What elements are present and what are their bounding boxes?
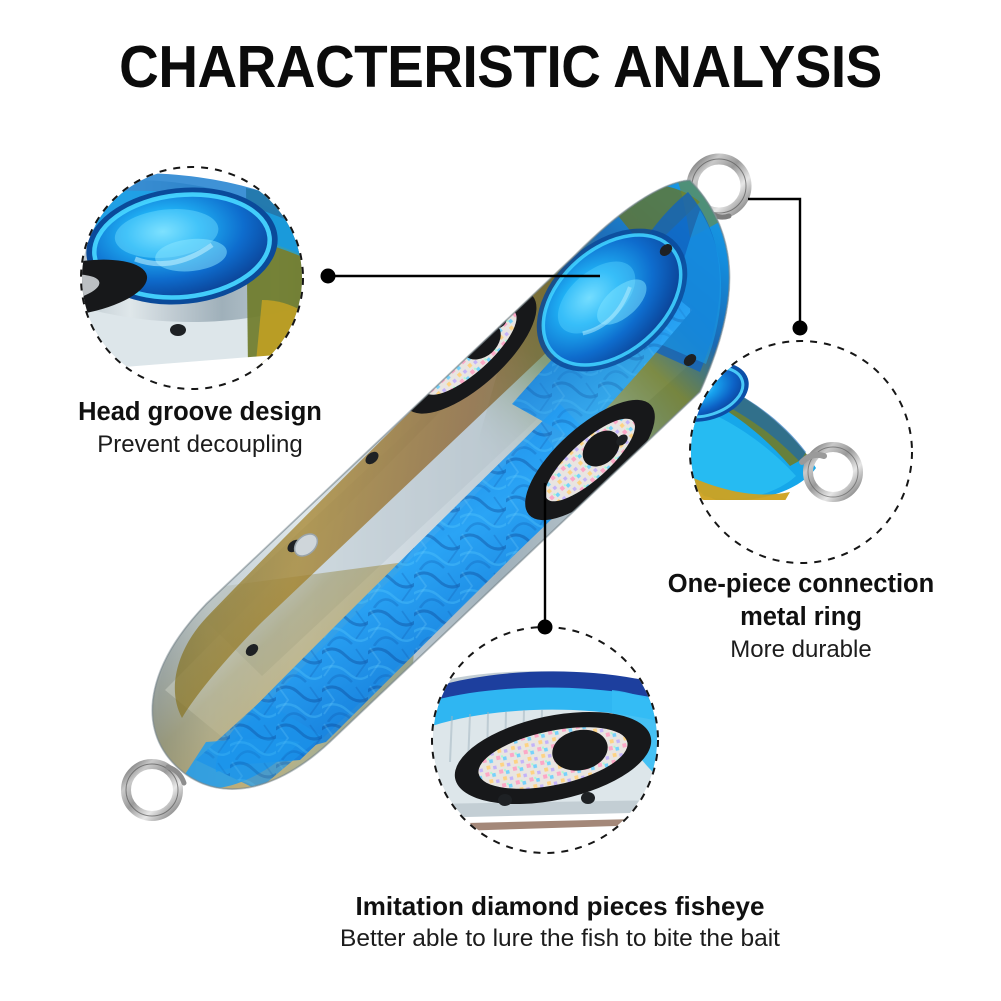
leader-lines <box>320 197 808 635</box>
caption-metal-ring: One-piece connection metal ring More dur… <box>636 568 966 666</box>
rivet-icon <box>293 533 319 557</box>
caption-headline: Imitation diamond pieces fisheye <box>355 891 765 921</box>
diamond-fisheye-sticker <box>454 711 652 805</box>
split-ring-detail-icon <box>799 442 863 502</box>
caption-headline-line2: metal ring <box>740 603 862 631</box>
caption-subline: Prevent decoupling <box>97 431 303 458</box>
head-groove-feature <box>536 228 688 372</box>
callout-circle-border <box>689 340 913 564</box>
leader-dot-fisheye <box>537 619 553 635</box>
caption-headline: Head groove design <box>78 398 322 426</box>
caption-subline: More durable <box>730 636 872 663</box>
leader-line-metal-ring <box>748 197 802 322</box>
callout-head-groove[interactable] <box>5 166 340 400</box>
fisheye-marking <box>525 399 655 521</box>
caption-headline-line1: One-piece connection <box>667 570 935 598</box>
leader-dot-head-groove <box>320 268 336 284</box>
callout-circle-border <box>80 166 304 390</box>
leader-dot-metal-ring <box>792 320 808 336</box>
split-ring-bottom-icon <box>121 759 187 821</box>
caption-subline: Better able to lure the fish to bite the… <box>340 925 780 952</box>
page-title: CHARACTERISTIC ANALYSIS <box>119 34 882 100</box>
callout-circle-border <box>431 626 659 854</box>
caption-head-groove: Head groove design Prevent decoupling <box>50 396 350 461</box>
caption-diamond-fisheye: Imitation diamond pieces fisheye Better … <box>210 890 910 955</box>
